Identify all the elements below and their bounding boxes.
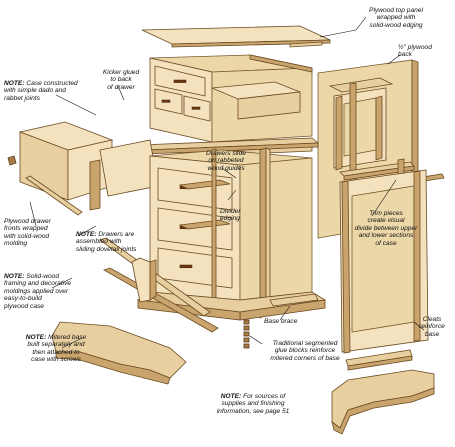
glue-blocks: [243, 319, 250, 349]
note-prefix: NOTE:: [25, 334, 47, 341]
base-brace: [269, 293, 319, 307]
top-panel: [141, 25, 331, 48]
note-drawers: NOTE: Drawers are assembled with sliding…: [76, 231, 162, 253]
label-plywood-back: ½" plywood back: [398, 44, 432, 59]
note-sources-text: For sources of supplies and finishing in…: [216, 393, 290, 415]
upper-side-frame: [328, 77, 394, 183]
drawer-front-molding: [25, 175, 83, 216]
leader-lines: [29, 16, 425, 349]
note-base: NOTE: Mitered base built separately and …: [14, 334, 98, 364]
label-divider-edging: Divider edging: [220, 208, 241, 223]
label-base-brace: Base brace: [264, 318, 298, 325]
note-framing: NOTE: Solid-wood framing and decorative …: [4, 273, 96, 310]
base-moldings: [51, 237, 435, 435]
lower-case: [149, 149, 313, 301]
note-case: NOTE: Case constructed with simple dado …: [4, 80, 102, 102]
note-prefix: NOTE:: [4, 80, 25, 87]
label-drawers-slide: Drawers slide on rabbeted wood guides: [206, 150, 246, 172]
note-prefix: NOTE:: [220, 393, 242, 400]
note-base-text: Mitered base built separately and then a…: [27, 334, 87, 364]
pulled-drawer: [7, 121, 159, 211]
note-prefix: NOTE:: [76, 231, 97, 238]
label-cleats: Cleats reinforce base: [419, 316, 445, 338]
note-framing-text: Solid-wood framing and decorative moldin…: [4, 273, 72, 310]
upright-posts: [211, 147, 271, 319]
note-sources: NOTE: For sources of supplies and finish…: [202, 393, 304, 415]
label-drawer-fronts: Plywood drawer fronts wrapped with solid…: [4, 218, 51, 248]
note-drawers-text: Drawers are assembled with sliding dovet…: [76, 231, 137, 253]
note-case-text: Case constructed with simple dado and ra…: [4, 80, 78, 102]
label-trim-pieces: Trim pieces create visual divide between…: [354, 210, 418, 247]
label-kicker: Kicker glued to back of drawer: [102, 69, 140, 91]
upper-case: [149, 54, 313, 143]
note-prefix: NOTE:: [4, 273, 25, 280]
label-top-panel: Plywood top panel wrapped with solid-woo…: [369, 7, 423, 29]
label-glue-blocks: Traditional segmented glue blocks reinfo…: [270, 340, 340, 362]
